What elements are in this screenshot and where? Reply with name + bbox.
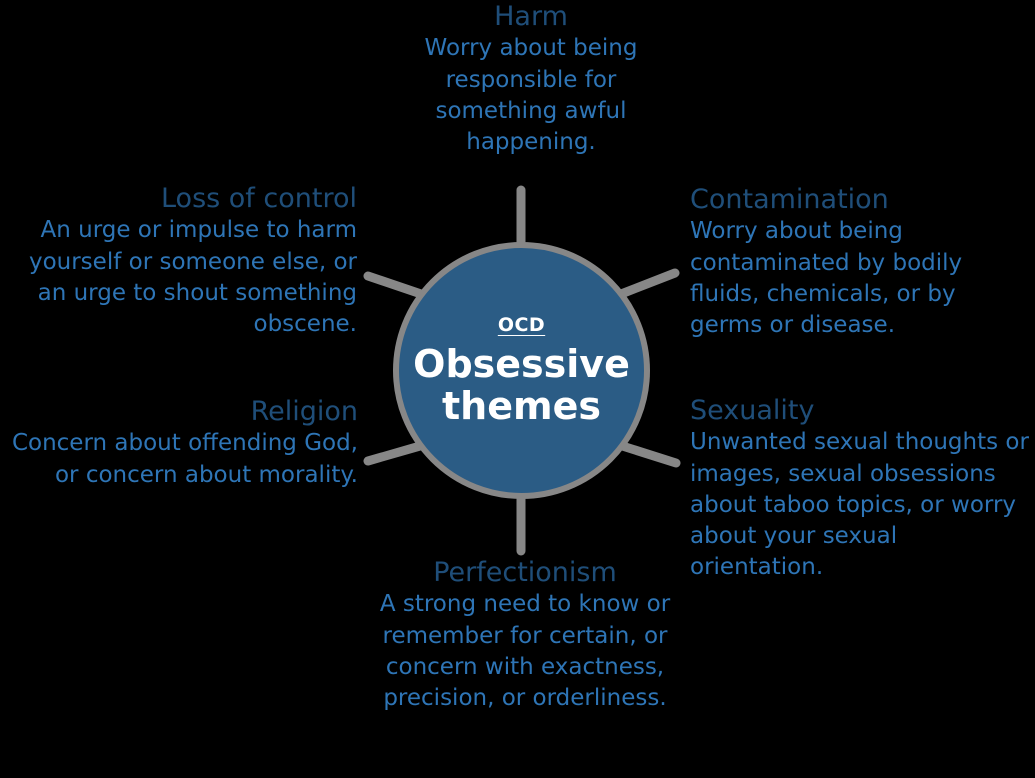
theme-block-perfectionism: Perfectionism A strong need to know or r… [370,557,680,714]
theme-block-religion: Religion Concern about offending God, or… [8,396,358,491]
theme-body-contamination: Worry about being contaminated by bodily… [690,218,963,339]
theme-block-loss-of-control: Loss of control An urge or impulse to ha… [2,183,357,340]
theme-heading-religion: Religion [250,396,358,427]
central-hub: OCD Obsessive themes [393,242,650,499]
theme-block-harm: Harm Worry about being responsible for s… [386,1,676,158]
theme-body-religion: Concern about offending God, or concern … [11,430,358,488]
theme-body-loss-of-control: An urge or impulse to harm yourself or s… [28,217,357,338]
theme-body-harm: Worry about being responsible for someth… [424,35,638,156]
hub-kicker-label: OCD [497,314,546,337]
theme-heading-harm: Harm [494,1,568,32]
theme-block-sexuality: Sexuality Unwanted sexual thoughts or im… [690,395,1030,584]
theme-heading-perfectionism: Perfectionism [433,557,617,588]
theme-body-perfectionism: A strong need to know or remember for ce… [379,591,671,712]
theme-heading-loss-of-control: Loss of control [160,183,357,214]
hub-title-label: Obsessive themes [413,342,630,428]
spoke-upper-right [611,268,680,301]
theme-heading-sexuality: Sexuality [690,395,815,426]
theme-body-sexuality: Unwanted sexual thoughts or images, sexu… [690,429,1029,581]
theme-block-contamination: Contamination Worry about being contamin… [690,184,1020,341]
spoke-lower-right [611,439,681,468]
theme-heading-contamination: Contamination [690,184,889,215]
